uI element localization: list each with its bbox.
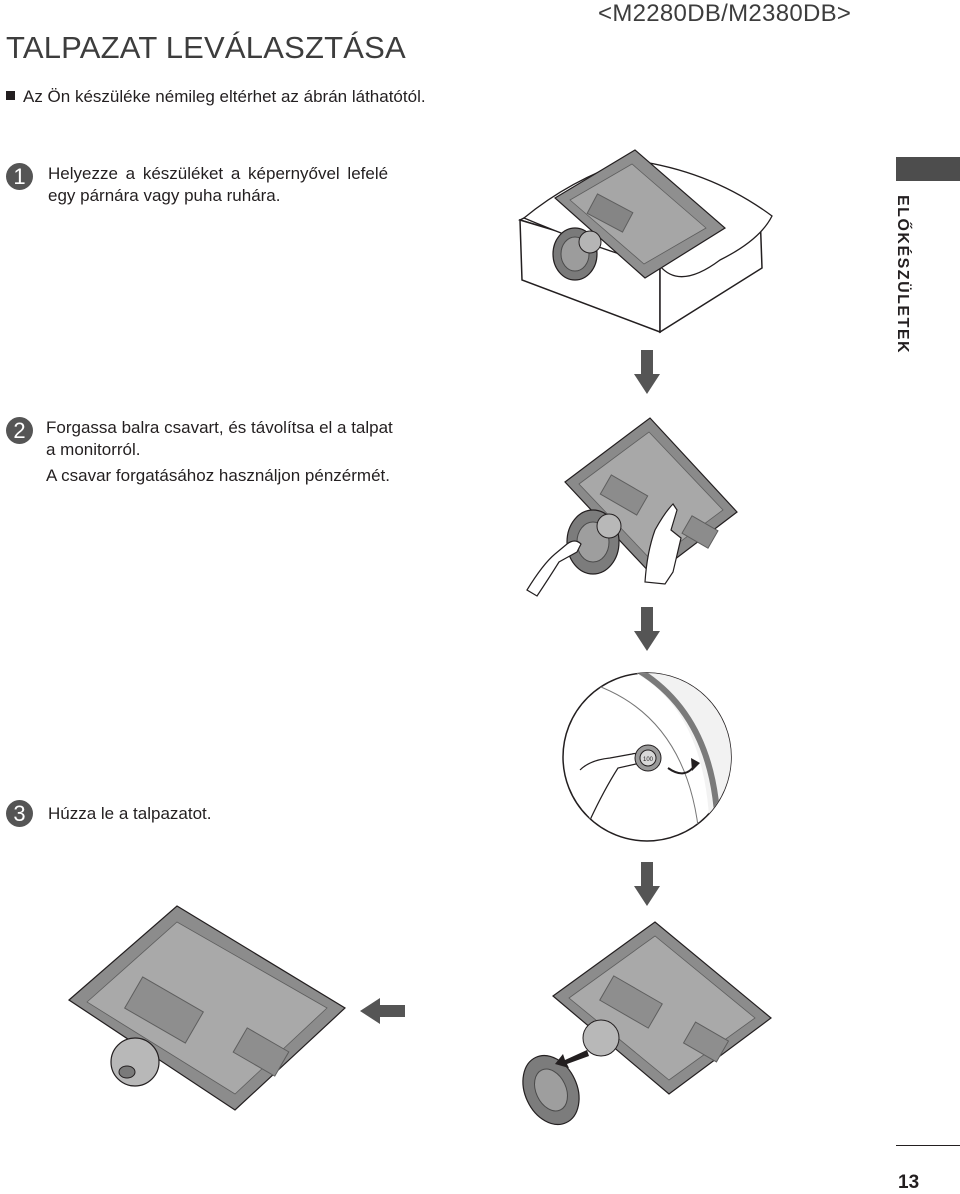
step-2-text: Forgassa balra csavart, és távolítsa el … xyxy=(46,417,393,487)
step-2-line-1: Forgassa balra csavart, és távolítsa el … xyxy=(46,418,393,437)
section-tab-bar xyxy=(896,157,960,181)
illustration-coin-closeup: 100 xyxy=(562,672,732,842)
step-3-line-1: Húzza le a talpazatot. xyxy=(48,804,212,823)
down-arrow-icon xyxy=(634,350,660,394)
step-1-line-1: Helyezze a készüléket a képernyővel lefe… xyxy=(48,164,389,183)
down-arrow-icon xyxy=(634,607,660,651)
page-title: TALPAZAT LEVÁLASZTÁSA xyxy=(6,30,406,65)
footer-rule xyxy=(896,1145,960,1146)
step-number-1: 1 xyxy=(6,163,33,190)
model-name: <M2280DB/M2380DB> xyxy=(598,0,852,27)
step-2-line-2: a monitorról. xyxy=(46,440,141,459)
step-number-2: 2 xyxy=(6,417,33,444)
illustration-monitor-on-cushion xyxy=(517,149,773,334)
down-arrow-icon xyxy=(634,862,660,906)
page-number: 13 xyxy=(898,1172,920,1193)
left-arrow-icon xyxy=(360,998,405,1024)
coin-label: 100 xyxy=(643,757,654,763)
step-2-line-3: A csavar forgatásához használjon pénzérm… xyxy=(46,466,390,485)
note-text: Az Ön készüléke némileg eltérhet az ábrá… xyxy=(23,87,426,106)
section-tab-label: ELŐKÉSZÜLETEK xyxy=(894,195,911,355)
illustration-stand-pulled-off xyxy=(522,921,772,1126)
bullet-square-icon xyxy=(6,91,15,100)
step-3-text: Húzza le a talpazatot. xyxy=(48,803,211,825)
illustration-unscrew-stand xyxy=(526,417,738,597)
illustration-monitor-stand-attached xyxy=(68,905,346,1111)
step-number-3: 3 xyxy=(6,800,33,827)
step-1-line-2: egy párnára vagy puha ruhára. xyxy=(48,186,281,205)
step-1-text: Helyezze a készüléket a képernyővel lefe… xyxy=(48,163,388,207)
note: Az Ön készüléke némileg eltérhet az ábrá… xyxy=(6,87,426,107)
